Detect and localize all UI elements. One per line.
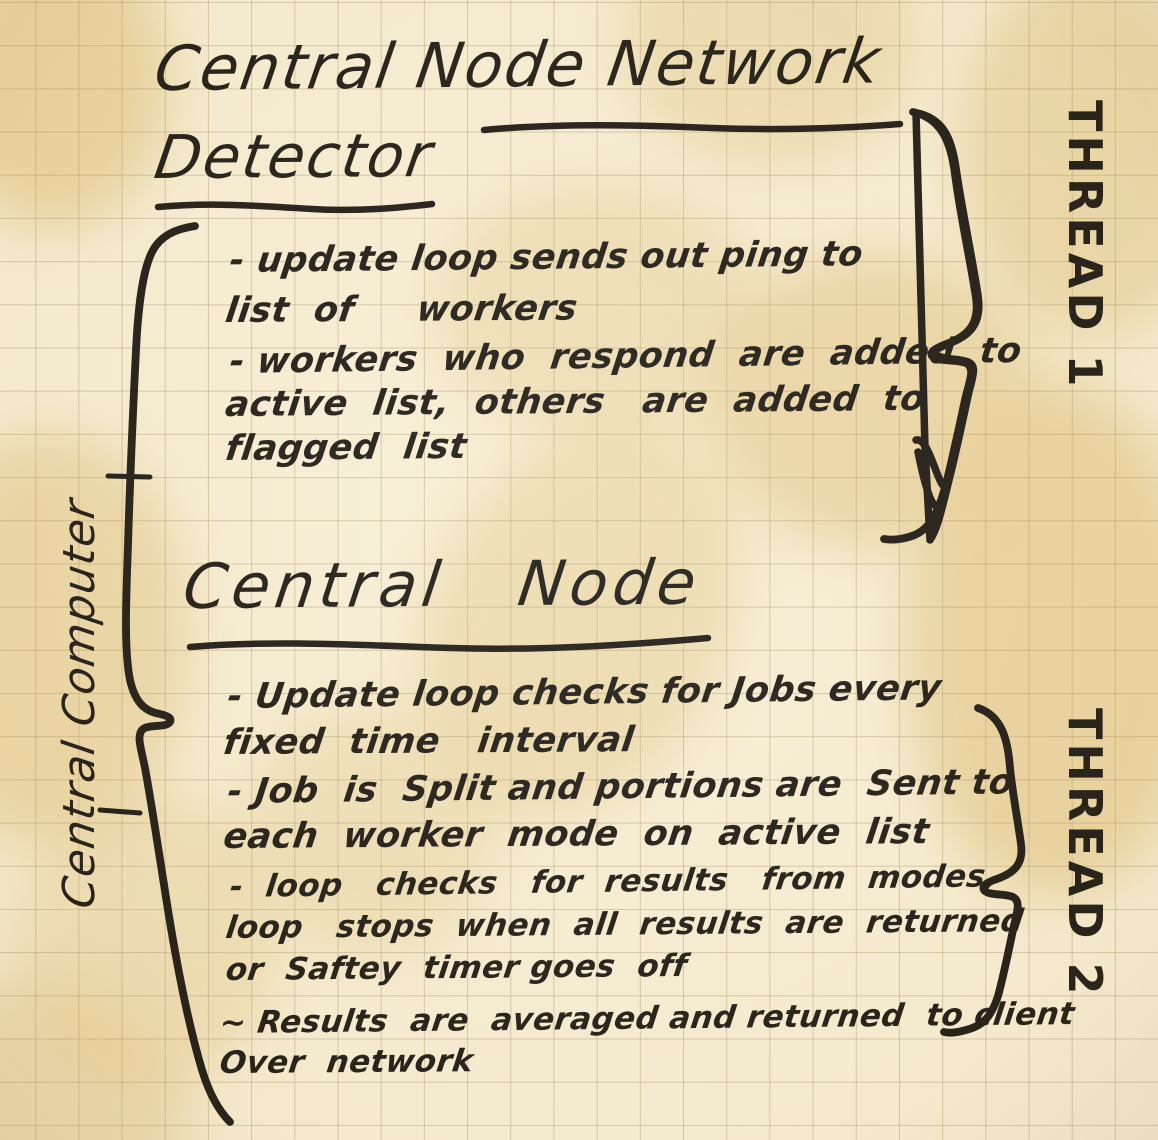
stain-bottom-left: [0, 980, 190, 1140]
central-computer-brace: [122, 222, 234, 1126]
thread-1-brace: [912, 109, 983, 544]
thread-2-label: THREAD 2: [1058, 708, 1112, 999]
central-node-bullet-2-line2: each worker mode on active list: [221, 812, 932, 858]
detector-bullet-1-line2: list of workers: [223, 288, 581, 332]
central-node-bullet-3-line1: - loop checks for results from modes,: [227, 858, 1001, 906]
detector-bullet-2-line1: - workers who respond are added to: [227, 330, 1025, 383]
thread-1-brace-stroke: [912, 109, 983, 510]
page-title-line1: Central Node Network: [150, 24, 887, 106]
title-underline-bottom: [154, 200, 436, 214]
detector-bullet-1-line1: - update loop sends out ping to: [227, 234, 866, 282]
detector-bullet-2-line2: active list, others are added to: [223, 378, 928, 426]
left-bracket-label: Central Computer: [54, 495, 105, 912]
stain-right-band: [905, 380, 1158, 900]
central-node-section-title: Central Node: [179, 545, 706, 624]
thread-1-label: THREAD 1: [1058, 100, 1112, 391]
title-underline-top: [480, 120, 904, 134]
brace-tick-lower: [97, 807, 143, 816]
central-node-underline: [186, 634, 712, 652]
central-node-bullet-2-line1: - Job is Split and portions are Sent to: [225, 762, 1017, 813]
central-node-bullet-1-line2: fixed time interval: [221, 720, 637, 764]
thread-1-brace-clean: [880, 108, 981, 544]
central-node-bullet-3-line3: or Saftey timer goes off: [223, 947, 690, 989]
central-node-bullet-3-line2: loop stops when all results are returned: [223, 903, 1026, 947]
central-node-bullet-4-line2: Over network: [217, 1043, 476, 1082]
detector-bullet-2-line3: flagged list: [223, 426, 470, 470]
central-node-bullet-1-line1: - Update loop checks for Jobs every: [225, 668, 944, 718]
page-title-line2: Detector: [150, 121, 439, 194]
brace-tick-upper: [105, 473, 153, 480]
stain-top-left: [0, 0, 170, 230]
central-node-bullet-4-line1: ~ Results are averaged and returned to c…: [217, 996, 1077, 1042]
